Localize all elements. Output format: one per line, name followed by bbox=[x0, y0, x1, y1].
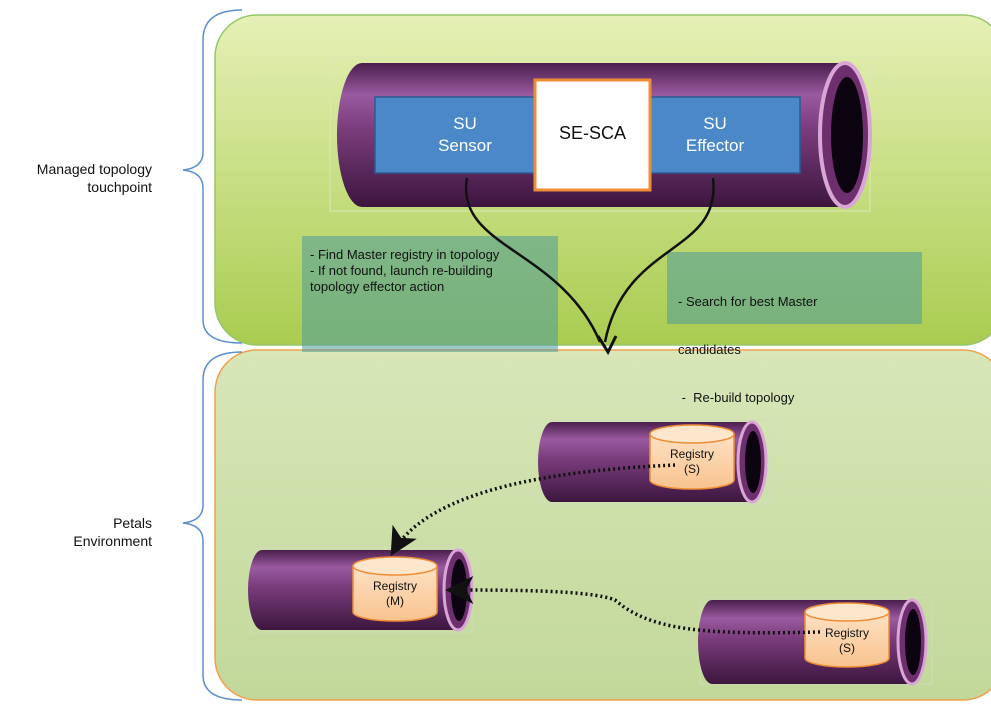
bracket-bottom bbox=[182, 351, 243, 701]
registry-slave-top-line2: (S) bbox=[684, 462, 700, 476]
registry-master-line1: Registry bbox=[372, 579, 417, 593]
note-right-line1: - Search for best Master bbox=[678, 294, 818, 309]
note-left-text: - Find Master registry in topology - If … bbox=[310, 247, 556, 295]
su-effector-box bbox=[649, 96, 801, 174]
bracket-top bbox=[182, 9, 243, 344]
label-petals-environment: Petals Environment bbox=[0, 514, 152, 550]
registry-master-line2: (M) bbox=[386, 594, 404, 608]
label-managed-topology-line2: touchpoint bbox=[87, 179, 152, 195]
note-right-line2: candidates bbox=[678, 342, 741, 357]
registry-slave-top-line1: Registry bbox=[669, 447, 714, 461]
se-sca-box bbox=[533, 78, 652, 192]
registry-slave-bottom-label: Registry (S) bbox=[805, 626, 889, 656]
registry-slave-bottom-line2: (S) bbox=[839, 641, 855, 655]
label-environment-line2: Environment bbox=[73, 533, 152, 549]
sensor-arc bbox=[464, 177, 602, 343]
registry-master-cylinder bbox=[352, 556, 438, 622]
su-sensor-label: SU Sensor bbox=[405, 113, 525, 157]
replication-arrow-top bbox=[390, 463, 676, 557]
label-managed-topology-line1: Managed topology bbox=[36, 161, 152, 177]
replication-arrow-bottom bbox=[445, 576, 821, 635]
note-right-box bbox=[667, 252, 922, 324]
su-sensor-line2: Sensor bbox=[438, 136, 492, 155]
registry-slave-bottom-cylinder bbox=[804, 602, 890, 668]
registry-slave-top-label: Registry (S) bbox=[650, 447, 734, 477]
label-petals-line1: Petals bbox=[113, 515, 152, 531]
note-left-line2: - If not found, launch re-building bbox=[310, 263, 493, 278]
note-left-line3: topology effector action bbox=[310, 279, 445, 294]
control-arrowhead bbox=[596, 335, 618, 356]
se-sca-label: SE-SCA bbox=[558, 123, 627, 143]
label-managed-topology: Managed topology touchpoint bbox=[0, 160, 152, 196]
registry-slave-bottom-line1: Registry bbox=[824, 626, 869, 640]
su-effector-line1: SU bbox=[703, 114, 727, 133]
note-left-line1: - Find Master registry in topology bbox=[310, 247, 500, 262]
note-left-box bbox=[302, 236, 558, 352]
note-right-line3: - Re-build topology bbox=[678, 390, 795, 405]
registry-master-label: Registry (M) bbox=[353, 579, 437, 609]
su-sensor-box bbox=[374, 96, 536, 174]
note-right-text: - Search for best Master candidates - Re… bbox=[678, 262, 918, 422]
su-effector-line2: Effector bbox=[685, 136, 745, 155]
effector-arc bbox=[603, 177, 715, 343]
su-effector-label: SU Effector bbox=[660, 113, 770, 157]
su-sensor-line1: SU bbox=[453, 114, 477, 133]
registry-slave-top-cylinder bbox=[649, 424, 735, 490]
